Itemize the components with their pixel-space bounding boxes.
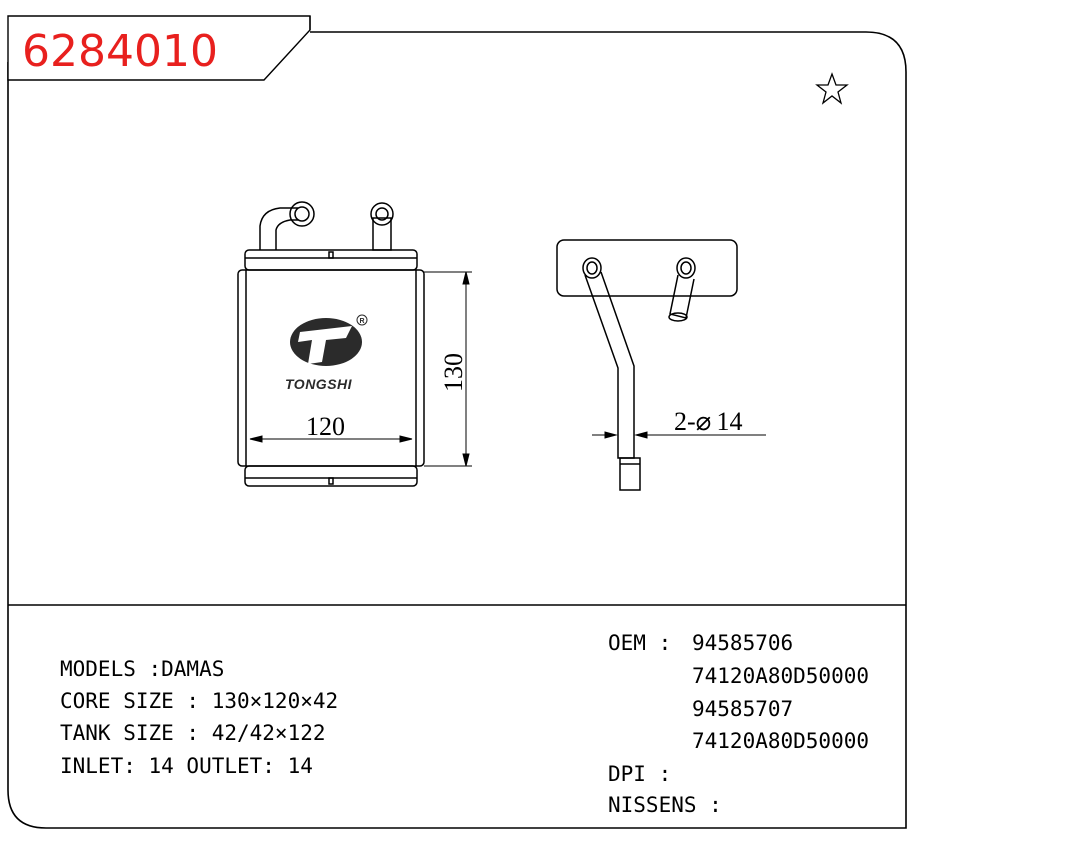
core-size-line: CORE SIZE : 130×120×42 <box>60 689 338 713</box>
pipe-diameter-label: 2-⌀ 14 <box>674 407 743 436</box>
sheet-frame <box>7 31 907 829</box>
registered-mark-icon <box>356 314 368 326</box>
specs-block: MODELS :DAMAS CORE SIZE : 130×120×42 TAN… <box>60 657 338 778</box>
models-line: MODELS :DAMAS <box>60 657 224 681</box>
heater-core-side-view <box>556 239 738 491</box>
registered-mark: R <box>360 318 365 325</box>
oem-block: OEM : 94585706 74120A80D50000 94585707 7… <box>608 631 869 817</box>
part-number-tab <box>7 15 311 81</box>
star-icon <box>815 72 849 105</box>
inlet-outlet-line: INLET: 14 OUTLET: 14 <box>60 754 313 778</box>
nissens-label: NISSENS : <box>608 793 722 817</box>
width-label: 120 <box>306 412 345 441</box>
tank-size-line: TANK SIZE : 42/42×122 <box>60 721 326 745</box>
oem-number: 94585706 <box>692 631 793 655</box>
height-label: 130 <box>439 353 468 392</box>
width-dimension <box>249 435 413 443</box>
oem-number: 74120A80D50000 <box>692 729 869 753</box>
part-number: 6284010 <box>22 26 218 77</box>
oem-number: 74120A80D50000 <box>692 664 869 688</box>
dpi-label: DPI : <box>608 762 671 786</box>
heater-core-front-view <box>237 201 425 487</box>
oem-number: 94585707 <box>692 697 793 721</box>
tongshi-logo: R TONGSHI <box>285 314 368 392</box>
pipe-diameter-dimension <box>592 431 766 439</box>
height-dimension <box>424 271 472 467</box>
oem-label: OEM : <box>608 631 671 655</box>
logo-brand-text: TONGSHI <box>285 376 353 392</box>
